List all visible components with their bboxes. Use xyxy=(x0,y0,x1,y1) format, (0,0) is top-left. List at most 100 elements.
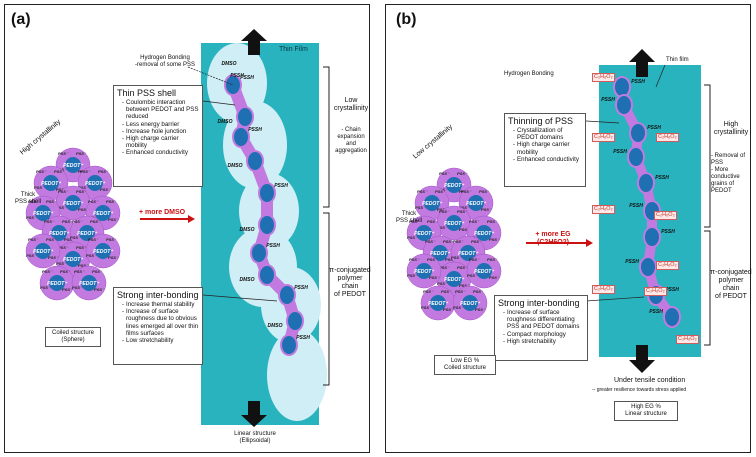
pss-minus-label: PSS⁻ xyxy=(36,169,47,174)
pedot-core xyxy=(79,225,95,241)
dmso-label: DMSO xyxy=(268,323,283,329)
pedot-core xyxy=(462,295,478,311)
resilience-label: -- greater resilience towards stress app… xyxy=(592,387,687,393)
pss-minus-label: PSS⁻ xyxy=(467,273,478,278)
pssh-label: PSSH xyxy=(240,75,254,81)
pss-minus-label: PSS⁻ xyxy=(108,255,119,260)
ellipsoid xyxy=(267,329,327,421)
eg-molecule-tag: C₂H₆O₂ xyxy=(656,133,679,142)
pss-minus-label: PSS⁻ xyxy=(429,275,440,280)
pss-minus-label: PSS⁻ xyxy=(427,257,438,262)
pedot-core xyxy=(81,275,97,291)
pedot-grain-b xyxy=(637,172,655,194)
bullet-item: Increase of surface roughness differenti… xyxy=(503,309,584,331)
panel-b: (b) PEDOT⁺PSS⁻PSS⁻PSS⁻PSS⁻PEDOT⁺PSS⁻PSS⁻… xyxy=(385,4,752,453)
pssh-label: PSSH xyxy=(274,183,288,189)
pss-minus-label: PSS⁻ xyxy=(60,269,71,274)
pedot-label: PEDOT⁺ xyxy=(49,231,70,237)
pedot-grain xyxy=(250,242,268,264)
pedot-label: PEDOT⁺ xyxy=(47,281,68,287)
pedot-label: PEDOT⁺ xyxy=(444,277,465,283)
coiled-structure-box: Coiled structure (Sphere) xyxy=(45,327,101,347)
pss-minus-label: PSS⁻ xyxy=(76,151,87,156)
pssh-label: PSSH xyxy=(296,335,310,341)
dmso-label: DMSO xyxy=(240,227,255,233)
pedot-label: PEDOT⁺ xyxy=(414,231,435,237)
pss-minus-label: PSS⁻ xyxy=(439,171,450,176)
pss-minus-label: PSS⁻ xyxy=(443,307,454,312)
pss-minus-label: PSS⁻ xyxy=(42,269,53,274)
bullet-item: Increase of surface roughness due to obv… xyxy=(122,308,199,337)
pedot-core xyxy=(432,245,448,261)
pssh-label-b: PSSH xyxy=(661,229,675,235)
pedot-label: PEDOT⁺ xyxy=(458,251,479,257)
pss-minus-label: PSS⁻ xyxy=(108,217,119,222)
pedot-core xyxy=(416,263,432,279)
pedot-core xyxy=(65,157,81,173)
bullet-item: Enhanced conductivity xyxy=(122,149,199,156)
pedot-core xyxy=(95,243,111,259)
pedot-core xyxy=(95,205,111,221)
pss-minus-label: PSS⁻ xyxy=(451,255,462,260)
pss-minus-label: PSS⁻ xyxy=(46,199,57,204)
pss-minus-label: PSS⁻ xyxy=(425,239,436,244)
pss-minus-label: PSS⁻ xyxy=(90,219,101,224)
pedot-label: PEDOT⁺ xyxy=(33,211,54,217)
pss-minus-label: PSS⁻ xyxy=(46,237,57,242)
eg-molecule-tag: C₂H₆O₂ xyxy=(656,261,679,270)
pss-minus-label: PSS⁻ xyxy=(421,305,432,310)
arrow-head-icon xyxy=(188,215,195,223)
pss-minus-label: PSS⁻ xyxy=(409,257,420,262)
strong-inter-bonding-list-b: Increase of surface roughness differenti… xyxy=(498,309,584,345)
high-crystallinity-label-b: High crystallinity xyxy=(713,121,749,136)
pss-minus-label: PSS⁻ xyxy=(453,239,464,244)
pss-minus-label: PSS⁻ xyxy=(106,237,117,242)
pss-chain-b xyxy=(617,82,677,322)
pss-minus-label: PSS⁻ xyxy=(469,219,480,224)
pedot-grain-b xyxy=(615,94,633,116)
pedot-label: PEDOT⁺ xyxy=(460,301,481,307)
pedot-label: PEDOT⁺ xyxy=(77,231,98,237)
thin-pss-shell-title: Thin PSS shell xyxy=(117,88,177,98)
pss-minus-label: PSS⁻ xyxy=(92,269,103,274)
pssh-label: PSSH xyxy=(248,127,262,133)
panel-a: (a) PEDOT⁺PSS⁻PSS⁻PSS⁻PSS⁻PEDOT⁺PSS⁻PSS⁻… xyxy=(4,4,371,453)
pss-minus-label: PSS⁻ xyxy=(58,189,69,194)
pss-minus-label: PSS⁻ xyxy=(34,185,45,190)
eg-molecule-tag: C₂H₆O₂ xyxy=(592,285,615,294)
panel-a-label: (a) xyxy=(11,11,31,28)
pss-minus-label: PSS⁻ xyxy=(28,199,39,204)
pss-minus-label: PSS⁻ xyxy=(407,235,418,240)
pssh-label-b: PSSH xyxy=(655,175,669,181)
pss-minus-label: PSS⁻ xyxy=(443,239,454,244)
panel-b-graphics: PEDOT⁺PSS⁻PSS⁻PSS⁻PSS⁻PEDOT⁺PSS⁻PSS⁻PSS⁻… xyxy=(406,49,711,373)
pss-minus-label: PSS⁻ xyxy=(417,189,428,194)
strong-inter-bonding-title-b: Strong inter-bonding xyxy=(498,298,580,308)
bullet-item: High charge carrier mobility xyxy=(122,135,199,149)
pss-minus-label: PSS⁻ xyxy=(54,169,65,174)
dmso-label: DMSO xyxy=(222,61,237,67)
pss-minus-label: PSS⁻ xyxy=(457,265,468,270)
thin-pss-shell-list: Coulombic interaction between PEDOT and … xyxy=(117,99,199,157)
pedot-label: PEDOT⁺ xyxy=(466,201,487,207)
pss-minus-label: PSS⁻ xyxy=(409,219,420,224)
eg-molecule-tag: C₂H₆O₂ xyxy=(676,335,699,344)
pedot-grain-b xyxy=(627,146,645,168)
pss-minus-label: PSS⁻ xyxy=(439,209,450,214)
pedot-label: PEDOT⁺ xyxy=(41,181,62,187)
pedot-grain xyxy=(280,334,298,356)
pedot-core xyxy=(446,215,462,231)
pi-bracket-b xyxy=(704,230,711,346)
pedot-label: PEDOT⁺ xyxy=(474,269,495,275)
pss-minus-label: PSS⁻ xyxy=(435,189,446,194)
pedot-core xyxy=(424,195,440,211)
pss-minus-label: PSS⁻ xyxy=(78,185,89,190)
pss-minus-label: PSS⁻ xyxy=(457,209,468,214)
pss-minus-label: PSS⁻ xyxy=(407,273,418,278)
removal-pss-label: - Removal of PSS - More conductive grain… xyxy=(711,153,746,194)
pedot-label: PEDOT⁺ xyxy=(63,163,84,169)
thin-film-label: Thin Film xyxy=(279,46,308,53)
pss-minus-label: PSS⁻ xyxy=(62,219,73,224)
pss-minus-label: PSS⁻ xyxy=(58,245,69,250)
pss-minus-label: PSS⁻ xyxy=(56,261,67,266)
